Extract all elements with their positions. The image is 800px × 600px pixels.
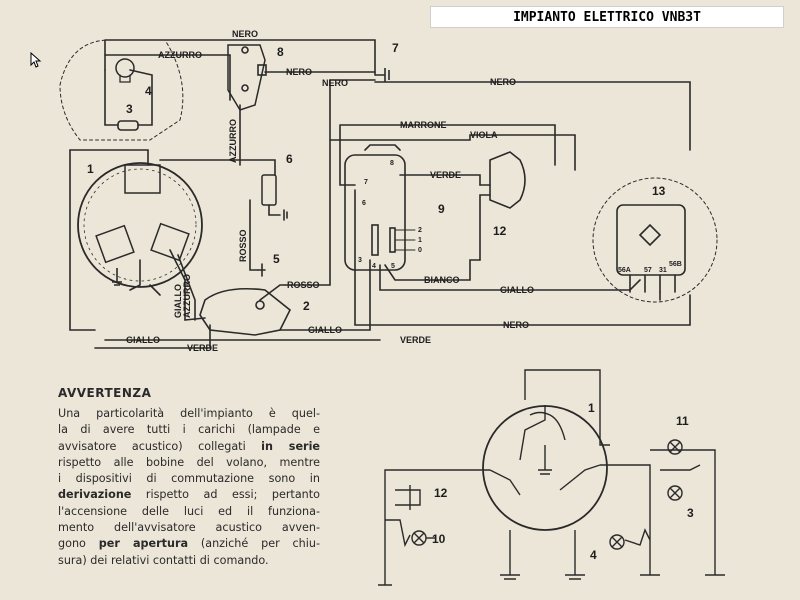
headlamp-outline (59, 39, 184, 141)
horn (489, 151, 526, 209)
num-3: 3 (126, 102, 133, 116)
notice-line: gono per apertura (anziché per chiu- (58, 537, 320, 551)
label-marrone: MARRONE (400, 120, 447, 130)
mouse-cursor-icon (30, 52, 42, 68)
reg-terminal-31: 31 (659, 267, 667, 274)
num-2: 2 (303, 299, 310, 313)
label-rosso-vertical: ROSSO (238, 229, 248, 262)
notice-line: i dispositivi di commutazione sono in (58, 472, 320, 486)
wire-nero-7-down (284, 79, 376, 286)
switch-terminal-4: 4 (372, 263, 376, 270)
num-9: 9 (438, 202, 445, 216)
num-8: 8 (277, 45, 284, 59)
horn-switch (227, 44, 266, 111)
ignition-coil (199, 287, 292, 336)
label-viola: VIOLA (470, 130, 498, 140)
label-azzurro-stator: AZZURRO (182, 274, 192, 318)
schematic-num-11: 11 (676, 414, 689, 428)
notice-title: AVVERTENZA (58, 386, 152, 400)
switch-terminal-7: 7 (364, 179, 368, 186)
tail-lamp (117, 120, 139, 131)
schematic-lamp-4 (609, 534, 625, 550)
notice-section: AVVERTENZA Una particolarità dell'impian… (58, 386, 320, 569)
schematic-num-12: 12 (434, 486, 448, 500)
label-verde-bottom: VERDE (400, 335, 431, 345)
wire-nero-bottom (354, 189, 691, 326)
label-nero-bottom: NERO (503, 320, 529, 330)
num-12: 12 (493, 224, 507, 238)
label-nero-top: NERO (232, 29, 258, 39)
schematic-num-4: 4 (590, 548, 597, 562)
label-azzurro-top: AZZURRO (158, 50, 202, 60)
reg-terminal-57: 57 (644, 267, 652, 274)
notice-line: sura) dei relativi contatti di comando. (58, 553, 269, 567)
spark-plug (261, 174, 277, 206)
diagram-title: IMPIANTO ELETTRICO VNB3T (430, 6, 784, 28)
schematic-num-3: 3 (687, 506, 694, 520)
switch-terminal-2: 2 (418, 227, 422, 234)
num-7: 7 (392, 41, 399, 55)
wire-nero-top (104, 39, 376, 76)
schematic-num-10: 10 (432, 532, 446, 546)
num-13: 13 (652, 184, 666, 198)
switch-terminal-3: 3 (358, 257, 362, 264)
label-verde-left: VERDE (187, 343, 218, 353)
headlamp-bulb (115, 58, 135, 78)
label-verde-horn: VERDE (430, 170, 461, 180)
label-giallo-reg: GIALLO (500, 285, 534, 295)
label-giallo-coil: GIALLO (308, 325, 342, 335)
num-4: 4 (145, 84, 152, 98)
label-nero-long: NERO (490, 77, 516, 87)
stator-plate (77, 162, 203, 288)
notice-line: mento dell'avvisatore acustico avven- (58, 521, 320, 535)
label-nero-7: NERO (322, 78, 348, 88)
notice-body: Una particolarità dell'impianto è quel- … (58, 406, 320, 569)
label-nero-8: NERO (286, 67, 312, 77)
switch-terminal-5: 5 (391, 263, 395, 270)
switch-terminal-8: 8 (390, 160, 394, 167)
label-rosso-coil: ROSSO (287, 280, 320, 290)
label-giallo-stator: GIALLO (173, 284, 183, 318)
num-1: 1 (87, 162, 94, 176)
notice-line: rispetto alle bobine del volano, mentre (58, 455, 320, 469)
label-giallo-left: GIALLO (126, 335, 160, 345)
label-bianco: BIANCO (424, 275, 460, 285)
schematic-lamp-11 (667, 439, 683, 455)
wire-nero-long (374, 81, 691, 151)
notice-line: Una particolarità dell'impianto è quel- (58, 407, 320, 420)
label-azzurro-vertical: AZZURRO (228, 119, 238, 163)
switch-terminal-1: 1 (418, 237, 422, 244)
num-5: 5 (273, 252, 280, 266)
wire-azzurro (104, 54, 231, 71)
notice-line: avvisatore acustico) collegati in serie (58, 439, 320, 453)
notice-line: derivazione rispetto ad essi; pertanto (58, 488, 320, 502)
reg-terminal-56b: 56B (669, 261, 682, 268)
switch-terminal-0: 0 (418, 247, 422, 254)
schematic-lamp-3 (667, 485, 683, 501)
regulator (616, 204, 686, 276)
switch-terminal-6: 6 (362, 200, 366, 207)
num-6: 6 (286, 152, 293, 166)
notice-line: la di avere tutti i carichi (lampade e (58, 423, 320, 437)
light-switch (344, 154, 406, 271)
notice-line: l'accensione delle luci ed il funziona- (58, 504, 320, 518)
reg-terminal-56a: 56A (618, 267, 631, 274)
schematic-num-1: 1 (588, 401, 595, 415)
